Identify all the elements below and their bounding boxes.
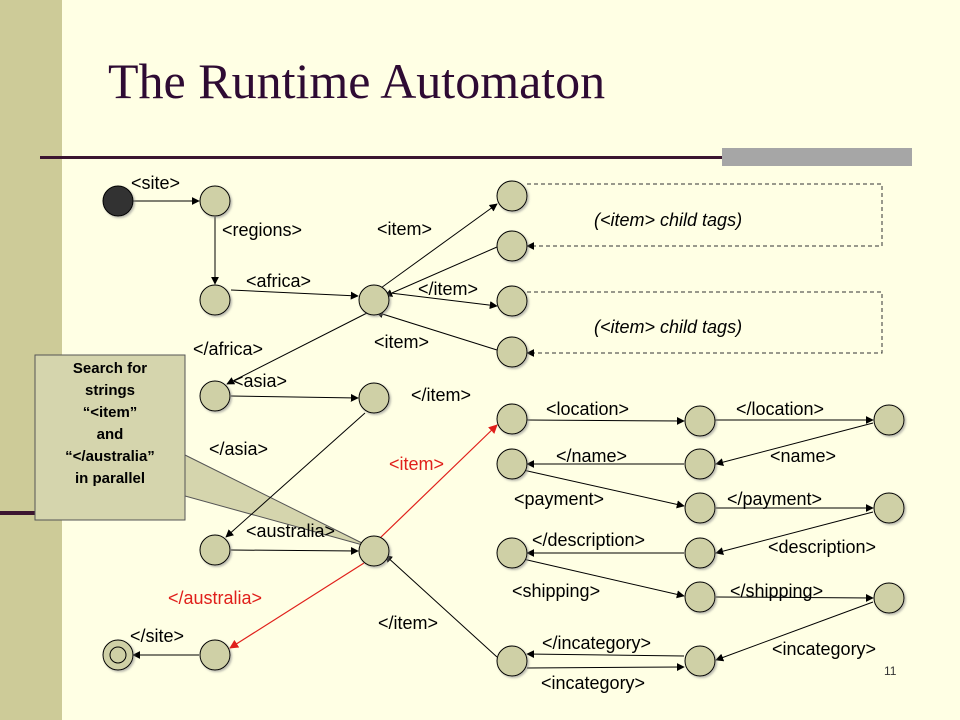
- edge-payment: [522, 469, 685, 509]
- slide-title: The Runtime Automaton: [108, 53, 606, 109]
- label-location-close: </location>: [736, 399, 824, 419]
- state-node: [684, 645, 716, 677]
- label-site-open: <site>: [131, 173, 180, 193]
- callout-text: Search for strings “<item” and “</austra…: [35, 358, 185, 490]
- label-australia-open: <australia>: [246, 521, 335, 541]
- title-rule: [40, 156, 910, 159]
- edge-incategory-bottom: [526, 663, 685, 672]
- edge-africa: [230, 289, 359, 300]
- label-item-open-red: <item>: [389, 454, 444, 474]
- edge-item-close-1: [384, 246, 498, 297]
- label-payment-close: </payment>: [727, 489, 822, 509]
- start-node: [102, 185, 134, 217]
- label-regions-open: <regions>: [222, 220, 302, 240]
- edge-item-close-2: [375, 310, 498, 351]
- label-item-open-2: <item>: [374, 332, 429, 352]
- edge-item-red: [377, 424, 498, 541]
- label-shipping-close: </shipping>: [730, 581, 823, 601]
- state-node: [496, 285, 528, 317]
- state-node: [199, 534, 231, 566]
- edge-item-2: [381, 291, 498, 310]
- label-asia-open: <asia>: [233, 371, 287, 391]
- callout-line: in parallel: [74, 470, 146, 487]
- state-node: [873, 582, 905, 614]
- state-node: [496, 336, 528, 368]
- child-tags-box-2: [526, 291, 883, 357]
- label-name-close: </name>: [556, 446, 627, 466]
- label-africa-close: </africa>: [193, 339, 263, 359]
- child-tags-box-1: [526, 183, 883, 250]
- callout-line: Search for: [72, 360, 148, 377]
- state-node: [199, 185, 231, 217]
- state-node: [496, 180, 528, 212]
- title-accent-bar: [722, 148, 912, 166]
- accept-node: [102, 639, 134, 671]
- state-node: [358, 382, 390, 414]
- label-australia-close-red: </australia>: [168, 588, 262, 608]
- callout-box: [34, 354, 186, 521]
- edge-name-open: [715, 422, 874, 467]
- left-decor-tick: [0, 511, 64, 515]
- callout-line: “</australia”: [65, 448, 155, 465]
- label-africa-open: <africa>: [246, 271, 311, 291]
- label-incategory-open-bottom: <incategory>: [541, 673, 645, 693]
- state-node: [496, 403, 528, 435]
- label-site-close: </site>: [130, 626, 184, 646]
- callout-line: “<item”: [82, 404, 138, 421]
- label-description-open: <description>: [768, 537, 876, 557]
- label-item-close-1: </item>: [418, 279, 478, 299]
- state-node: [496, 448, 528, 480]
- label-description-close: </description>: [532, 530, 645, 550]
- label-child-tags-1: (<item> child tags): [594, 210, 742, 230]
- label-incategory-open-top: <incategory>: [772, 639, 876, 659]
- label-shipping-open: <shipping>: [512, 581, 600, 601]
- state-node: [873, 492, 905, 524]
- label-item-close-2: </item>: [411, 385, 471, 405]
- state-node: [496, 230, 528, 262]
- page-number: 11: [884, 664, 897, 678]
- state-node: [684, 492, 716, 524]
- edge-australia: [230, 546, 359, 555]
- state-node: [199, 284, 231, 316]
- state-node: [684, 581, 716, 613]
- label-child-tags-2: (<item> child tags): [594, 317, 742, 337]
- callout: [34, 354, 371, 548]
- edge-africa-close: [226, 312, 368, 385]
- state-node: [873, 404, 905, 436]
- edge-item-1: [373, 203, 498, 294]
- edge-asia-close: [225, 412, 366, 538]
- edge-shipping-close: [715, 593, 874, 602]
- edges: [132, 197, 874, 672]
- edge-location: [526, 416, 685, 425]
- callout-line: and: [96, 426, 124, 443]
- edge-asia: [230, 393, 359, 402]
- state-node: [199, 380, 231, 412]
- edge-australia-close-red: [229, 562, 365, 649]
- state-node: [496, 645, 528, 677]
- label-payment-open: <payment>: [514, 489, 604, 509]
- label-name-open: <name>: [770, 446, 836, 466]
- state-node: [199, 639, 231, 671]
- state-node: [496, 537, 528, 569]
- label-incategory-close: </incategory>: [542, 633, 651, 653]
- state-node: [358, 535, 390, 567]
- state-node: [684, 405, 716, 437]
- edge-incategory-close: [526, 650, 685, 659]
- edge-incategory-top: [715, 601, 874, 662]
- label-asia-close: </asia>: [209, 439, 268, 459]
- edge-shipping: [522, 558, 685, 599]
- state-node: [684, 537, 716, 569]
- edge-description: [715, 511, 874, 556]
- label-item-close-3: </item>: [378, 613, 438, 633]
- callout-line: strings: [84, 382, 135, 399]
- state-node: [684, 448, 716, 480]
- label-location-open: <location>: [546, 399, 629, 419]
- edge-item-close-3: [384, 554, 498, 658]
- label-item-open-1: <item>: [377, 219, 432, 239]
- state-node: [358, 284, 390, 316]
